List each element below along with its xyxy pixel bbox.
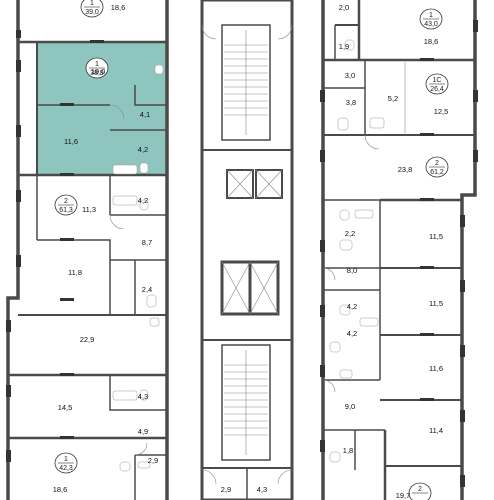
room-area-label: 8,7 xyxy=(142,238,152,247)
room-area-label: 2,9 xyxy=(221,485,231,494)
apartment-total-area: 39,0 xyxy=(85,9,99,16)
room-area-label: 18,6 xyxy=(53,485,68,494)
room-area-label: 4,2 xyxy=(138,145,148,154)
room-area-label: 5,2 xyxy=(388,94,398,103)
room-area-label: 11,6 xyxy=(429,364,443,373)
apartment-total-area: 26,4 xyxy=(430,86,444,93)
apartment-total-area: 42,3 xyxy=(59,465,73,472)
room-area-label: 2,0 xyxy=(339,3,349,12)
room-area-label: 11,8 xyxy=(68,268,82,277)
apartment-marker-a2[interactable]: 138,9 xyxy=(85,57,109,79)
apartment-marker-a4[interactable]: 142,3 xyxy=(54,452,78,474)
room-area-label: 2,9 xyxy=(148,456,158,465)
apartment-rooms-count: 1 xyxy=(64,456,68,463)
apartment-rooms-count: 1С xyxy=(433,77,442,84)
apartment-total-area: 61,2 xyxy=(430,169,444,176)
right-bathroom-fixtures xyxy=(329,39,385,463)
right-facade-windows xyxy=(320,20,478,487)
room-area-label: 11,3 xyxy=(82,205,96,214)
apartment-rooms-count: 2 xyxy=(418,486,422,493)
room-area-label: 2,2 xyxy=(345,229,355,238)
door-swings xyxy=(109,24,380,485)
room-area-label: 4,1 xyxy=(140,110,150,119)
room-area-label: 4,9 xyxy=(138,427,148,436)
room-area-label: 19,7 xyxy=(396,491,411,500)
apartment-marker-a1[interactable]: 139,0 xyxy=(80,0,104,18)
room-area-label: 4,2 xyxy=(138,196,148,205)
stair-core xyxy=(200,0,294,500)
room-area-label: 18,6 xyxy=(111,3,126,12)
apartment-total-area: 43,0 xyxy=(424,21,438,28)
apartment-rooms-count: 1 xyxy=(429,12,433,19)
room-area-label: 18,6 xyxy=(424,37,439,46)
room-area-label: 8,0 xyxy=(347,266,357,275)
room-area-label: 11,5 xyxy=(429,299,443,308)
room-area-label: 3,8 xyxy=(346,98,356,107)
apartment-rooms-count: 1 xyxy=(90,0,94,7)
apartment-marker-a7[interactable]: 261,2 xyxy=(425,156,449,178)
room-area-label: 19,0 xyxy=(91,67,106,76)
room-area-labels: 18,619,04,111,64,24,211,38,711,82,422,94… xyxy=(53,3,449,500)
room-area-label: 14,5 xyxy=(58,403,73,412)
apartment-rooms-count: 1 xyxy=(95,61,99,68)
apartment-rooms-count: 2 xyxy=(64,198,68,205)
room-area-label: 4,2 xyxy=(347,329,357,338)
apartment-marker-circle xyxy=(408,482,432,500)
apartment-total-area: 38,9 xyxy=(90,70,104,77)
room-area-label: 1,9 xyxy=(339,42,349,51)
apartment-marker-circle xyxy=(80,0,104,18)
apartment-marker-a6[interactable]: 1С 26,4 xyxy=(425,73,449,95)
room-area-label: 4,3 xyxy=(138,392,148,401)
apartment-marker-a8[interactable]: 2 xyxy=(408,482,432,500)
room-area-label: 4,3 xyxy=(257,485,267,494)
room-area-label: 3,0 xyxy=(345,71,355,80)
room-area-label: 11,6 xyxy=(64,137,78,146)
left-facade-windows xyxy=(6,30,104,462)
room-area-label: 23,8 xyxy=(398,165,413,174)
room-area-label: 4,2 xyxy=(347,302,357,311)
apartment-marker-a5[interactable]: 143,0 xyxy=(419,8,443,30)
room-area-label: 2,4 xyxy=(142,285,152,294)
apartment-total-area: 61,3 xyxy=(59,207,73,214)
room-area-label: 11,5 xyxy=(429,232,443,241)
room-area-label: 1,8 xyxy=(343,446,353,455)
room-area-label: 22,9 xyxy=(80,335,95,344)
room-area-label: 9,0 xyxy=(345,402,355,411)
apartment-marker-a3[interactable]: 261,3 xyxy=(54,194,78,216)
apartment-rooms-count: 2 xyxy=(435,160,439,167)
room-area-label: 11,4 xyxy=(429,426,443,435)
left-bathroom-fixtures xyxy=(112,64,164,472)
room-area-label: 12,5 xyxy=(434,107,449,116)
